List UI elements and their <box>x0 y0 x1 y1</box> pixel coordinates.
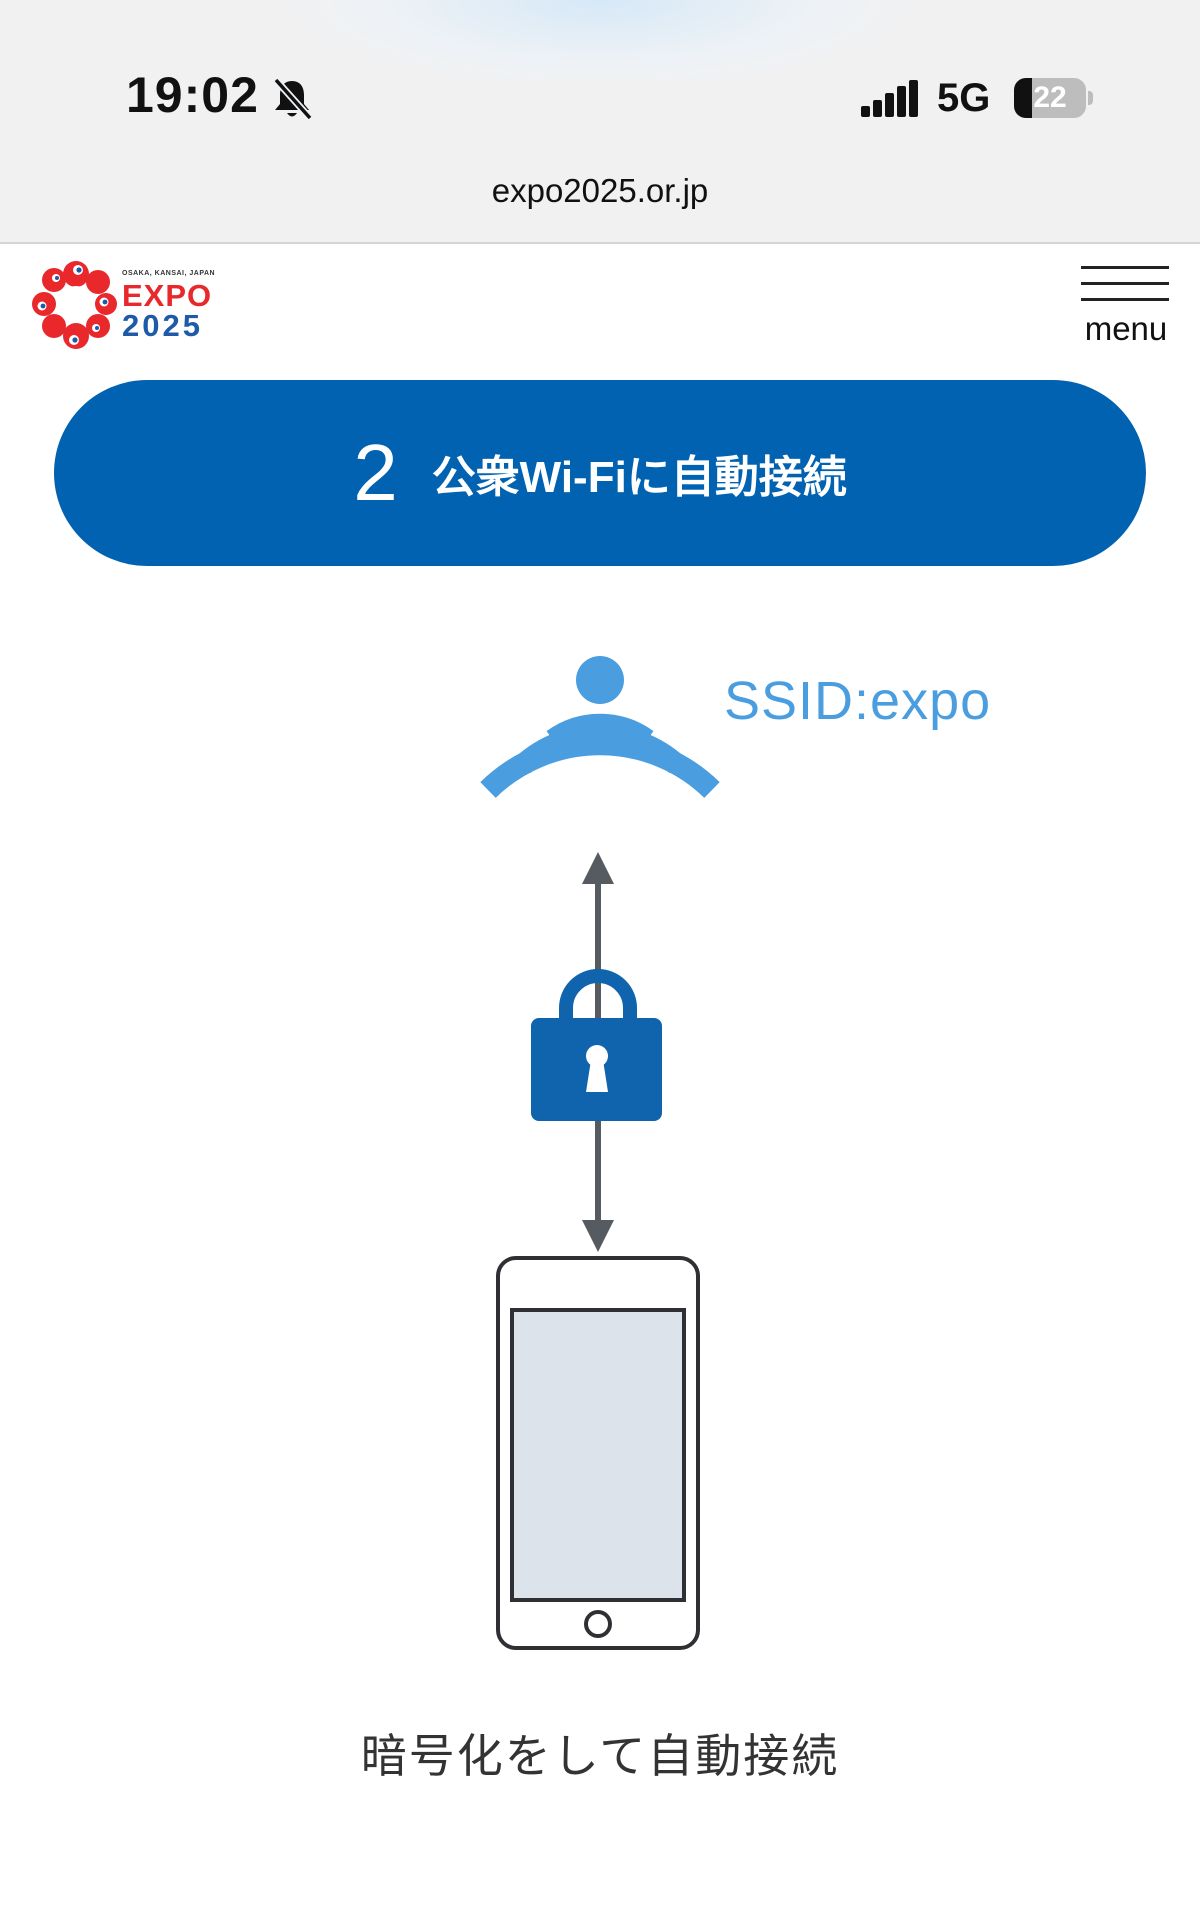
logo-tagline: OSAKA, KANSAI, JAPAN <box>122 270 216 277</box>
illustration-caption: 暗号化をして自動接続 <box>360 1730 840 1782</box>
battery-level: 22 <box>1033 81 1067 114</box>
signal-icon <box>861 80 918 117</box>
arrow-up-icon <box>582 852 614 1020</box>
bell-slash-icon <box>273 77 313 121</box>
expo2025-logo[interactable]: OSAKA, KANSAI, JAPAN EXPO 2025 <box>28 256 218 352</box>
step-title: 公衆Wi-Fiに自動接続 <box>431 453 847 502</box>
browser-top-bar: 19:02 5G 22 expo2025.or.jp <box>0 0 1200 244</box>
myaku-myaku-logo-icon <box>32 261 117 349</box>
ssid-label: SSID:expo <box>724 671 992 731</box>
step-number: 2 <box>353 428 398 517</box>
smartphone-icon <box>496 1256 700 1650</box>
network-type: 5G <box>937 76 991 120</box>
status-time: 19:02 <box>126 67 259 123</box>
hamburger-icon <box>1081 266 1169 269</box>
menu-button[interactable]: menu <box>1076 262 1176 356</box>
arrow-down-icon <box>582 1121 614 1252</box>
logo-expo-text: EXPO <box>122 278 213 313</box>
logo-year-text: 2025 <box>122 308 203 343</box>
wifi-icon <box>480 656 720 798</box>
battery-icon: 22 <box>1014 78 1094 118</box>
step-banner: 2 公衆Wi-Fiに自動接続 <box>54 380 1146 566</box>
wifi-connection-illustration <box>480 656 720 1650</box>
menu-label: menu <box>1084 310 1168 347</box>
address-bar[interactable]: expo2025.or.jp <box>491 172 709 209</box>
lock-icon <box>531 969 662 1121</box>
